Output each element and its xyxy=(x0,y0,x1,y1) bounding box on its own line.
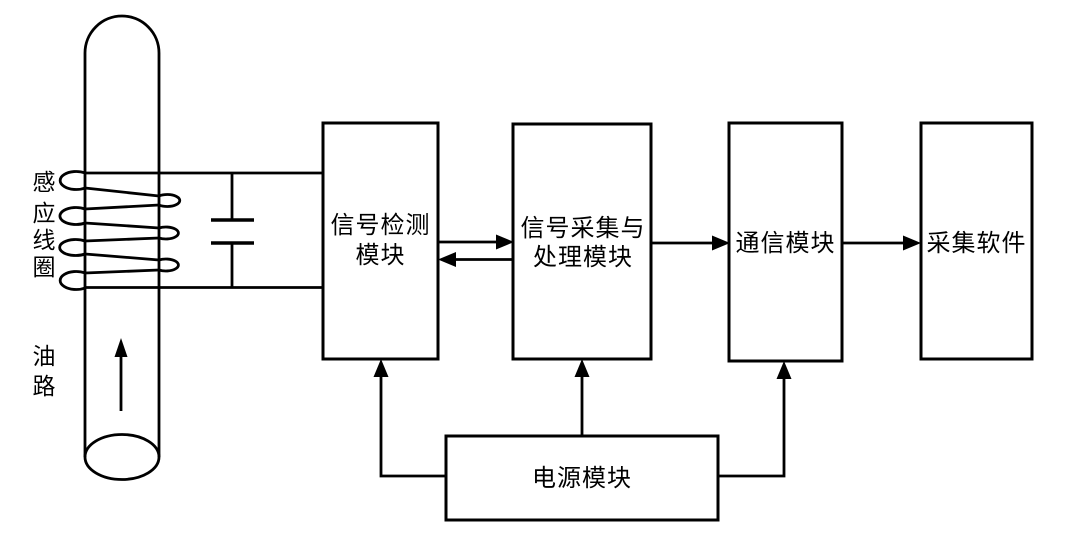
coil-label: 感 应 线 圈 xyxy=(33,170,56,280)
label-signal-detection-line2: 模块 xyxy=(356,242,406,269)
label-signal-detection-line1: 信号检测 xyxy=(331,212,431,239)
induction-coil xyxy=(58,170,182,291)
pipe-body xyxy=(83,14,161,457)
module-box-software xyxy=(919,121,1034,361)
coil-label-char: 线 xyxy=(33,228,56,253)
arrow-communication-to-software xyxy=(842,235,921,251)
arrow-power-to-communication xyxy=(718,361,792,478)
arrow-acquisition-to-communication xyxy=(651,235,730,251)
arrow-power-to-acquisition xyxy=(574,359,590,436)
coil-label-char: 圈 xyxy=(33,255,56,280)
oil-label-char: 路 xyxy=(33,374,56,399)
arrow-acquisition-to-detection xyxy=(438,252,513,267)
coil-label-char: 感 xyxy=(33,170,56,195)
coil-label-char: 应 xyxy=(33,201,56,226)
label-software: 采集软件 xyxy=(927,230,1027,257)
lc-wires xyxy=(85,171,323,289)
pipe-bottom-ellipse xyxy=(83,433,161,481)
arrow-power-to-detection xyxy=(373,359,446,478)
label-power: 电源模块 xyxy=(532,465,632,492)
oil-label: 油 路 xyxy=(33,344,56,399)
flow-arrow xyxy=(114,338,128,411)
label-signal-acquisition-line1: 信号采集与 xyxy=(521,215,646,242)
oil-label-char: 油 xyxy=(33,344,56,369)
module-box-communication xyxy=(727,121,844,363)
module-box-signal-detection xyxy=(321,121,440,361)
label-signal-acquisition-line2: 处理模块 xyxy=(533,244,633,271)
arrow-detection-to-acquisition xyxy=(438,234,514,250)
label-communication: 通信模块 xyxy=(736,230,836,257)
capacitor xyxy=(211,173,254,288)
oil-pipe xyxy=(83,14,161,481)
